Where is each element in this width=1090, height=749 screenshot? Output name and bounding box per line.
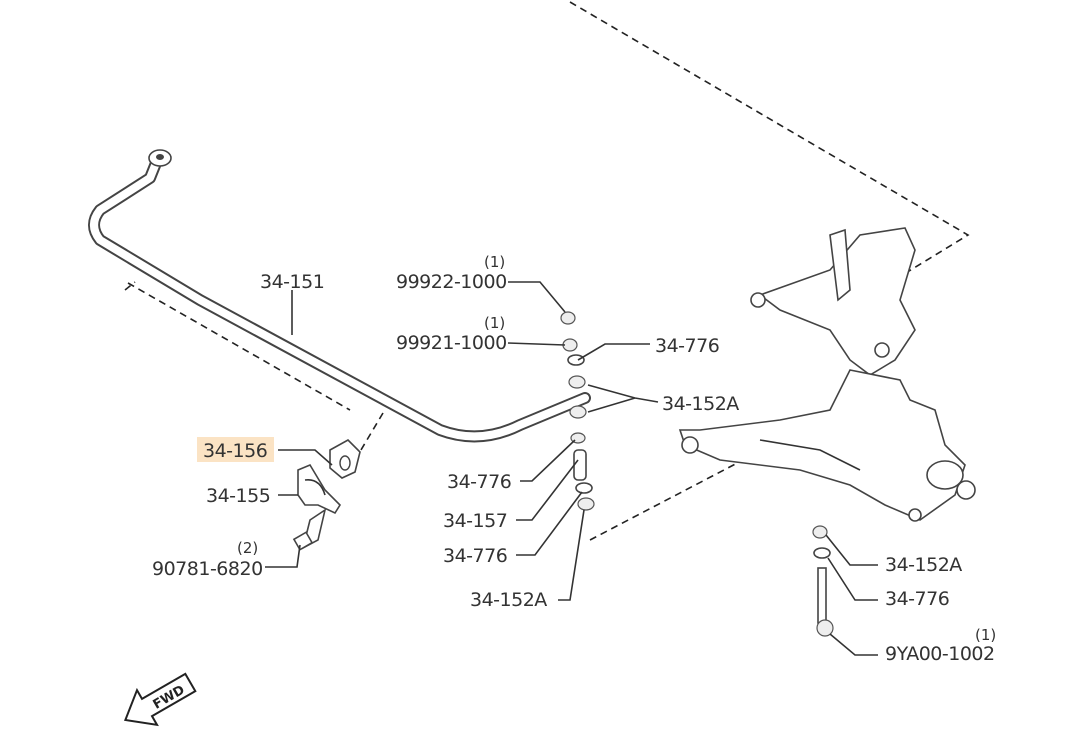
label-34-151[interactable]: 34-151 (260, 271, 325, 293)
label-34-152a-arm[interactable]: 34-152A (885, 554, 963, 576)
label-34-156[interactable]: 34-156 (203, 440, 268, 462)
qty-99921: (1) (484, 314, 505, 332)
label-34-776-mid[interactable]: 34-776 (447, 471, 512, 493)
bracket-bolt[interactable] (292, 508, 327, 551)
label-34-155[interactable]: 34-155 (206, 485, 271, 507)
stabilizer-bar[interactable] (88, 149, 591, 443)
label-34-152a-top[interactable]: 34-152A (662, 393, 740, 415)
control-arm-assembly (678, 227, 976, 522)
qty-9ya00: (1) (975, 626, 996, 644)
forward-arrow-icon: FWD (123, 672, 197, 727)
qty-90781: (2) (237, 539, 258, 557)
highlight-box (197, 437, 274, 462)
bar-bushing[interactable] (329, 439, 361, 479)
bar-bracket[interactable] (297, 463, 342, 515)
label-99922-1000[interactable]: 99922-1000 (396, 271, 507, 293)
label-99921-1000[interactable]: 99921-1000 (396, 332, 507, 354)
label-9ya00-1002[interactable]: 9YA00-1002 (885, 643, 995, 665)
label-34-776-low[interactable]: 34-776 (443, 545, 508, 567)
bar-mount-guide (124, 281, 351, 411)
label-34-157[interactable]: 34-157 (443, 510, 508, 532)
arm-bolt-stack[interactable] (812, 525, 834, 637)
label-34-776-top[interactable]: 34-776 (655, 335, 720, 357)
label-34-776-arm[interactable]: 34-776 (885, 588, 950, 610)
label-34-152a-low[interactable]: 34-152A (470, 589, 548, 611)
qty-99922: (1) (484, 253, 505, 271)
bushing-guide (354, 412, 384, 461)
label-90781-6820[interactable]: 90781-6820 (152, 558, 263, 580)
